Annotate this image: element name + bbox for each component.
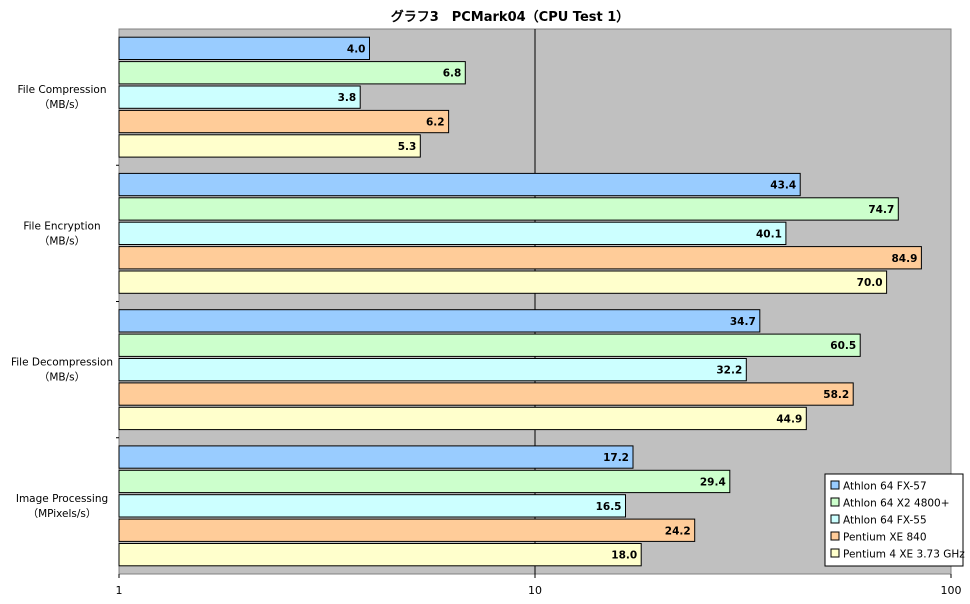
data-label-0-0: 4.0 bbox=[347, 43, 366, 55]
bar-1-4 bbox=[118, 270, 888, 294]
data-label-3-3: 24.2 bbox=[665, 525, 691, 537]
data-label-1-3: 84.9 bbox=[891, 253, 917, 265]
bar-2-1 bbox=[118, 333, 861, 357]
bar-2-4 bbox=[118, 406, 807, 431]
category-unit-1: （MB/s） bbox=[39, 235, 85, 247]
bar-2-2 bbox=[118, 358, 747, 382]
bar-3-1 bbox=[118, 469, 731, 494]
bar-1-1 bbox=[118, 197, 899, 221]
x-tick-label-2: 100 bbox=[941, 584, 962, 597]
bar-3-0 bbox=[118, 445, 634, 469]
data-label-3-1: 29.4 bbox=[700, 477, 726, 489]
data-label-2-3: 58.2 bbox=[823, 389, 849, 401]
legend-swatch-2 bbox=[830, 514, 840, 524]
bar-1-2 bbox=[118, 221, 787, 245]
bar-2-0 bbox=[118, 309, 761, 333]
bar-3-2 bbox=[118, 494, 626, 518]
category-label-0: File Compression bbox=[17, 84, 106, 96]
bar-0-3 bbox=[118, 109, 450, 134]
legend-box bbox=[824, 473, 964, 567]
bar-0-4 bbox=[118, 134, 421, 158]
x-axis-ticks: 1 10 100 bbox=[116, 574, 962, 597]
bar-0-0 bbox=[118, 36, 370, 60]
data-label-3-2: 16.5 bbox=[596, 501, 622, 513]
category-label-3: Image Processing bbox=[16, 493, 108, 505]
bar-0-2 bbox=[118, 85, 361, 109]
data-label-0-2: 3.8 bbox=[338, 92, 357, 104]
legend-label-1: Athlon 64 X2 4800+ bbox=[843, 498, 950, 510]
legend-label-2: Athlon 64 FX-55 bbox=[843, 515, 927, 527]
data-label-1-1: 74.7 bbox=[868, 204, 894, 216]
data-label-2-4: 44.9 bbox=[776, 413, 802, 425]
legend-label-3: Pentium XE 840 bbox=[843, 532, 927, 544]
category-labels: File Compression （MB/s） File Encryption （MB… bbox=[11, 84, 119, 520]
category-label-1: File Encryption bbox=[23, 220, 100, 232]
bar-3-4 bbox=[118, 543, 642, 567]
data-label-0-4: 5.3 bbox=[398, 141, 417, 153]
category-unit-3: （MPixels/s） bbox=[28, 508, 97, 520]
bar-1-3 bbox=[118, 246, 922, 270]
bar-0-1 bbox=[118, 61, 466, 85]
category-unit-2: （MB/s） bbox=[39, 372, 85, 384]
data-label-2-0: 34.7 bbox=[730, 316, 756, 328]
legend-label-0: Athlon 64 FX-57 bbox=[843, 481, 927, 493]
legend-label-4: Pentium 4 XE 3.73 GHz bbox=[843, 549, 965, 561]
data-label-2-1: 60.5 bbox=[830, 340, 856, 352]
data-label-3-4: 18.0 bbox=[611, 550, 637, 562]
data-label-0-1: 6.8 bbox=[443, 68, 462, 80]
bar-2-3 bbox=[118, 382, 854, 406]
legend-swatch-3 bbox=[830, 531, 840, 541]
legend-swatch-0 bbox=[830, 480, 840, 490]
data-label-2-2: 32.2 bbox=[716, 365, 742, 377]
category-unit-0: （MB/s） bbox=[39, 99, 85, 111]
legend-swatch-4 bbox=[830, 548, 840, 558]
data-label-1-2: 40.1 bbox=[756, 228, 782, 240]
bars: 4.0 6.8 3.8 6.2 5.3 43.4 74.7 40.1 84.9 70.0 34.7 6… bbox=[118, 36, 922, 567]
data-label-0-3: 6.2 bbox=[426, 117, 445, 129]
bar-3-3 bbox=[118, 518, 696, 542]
x-tick-label-1: 10 bbox=[528, 584, 542, 597]
category-label-2: File Decompression bbox=[11, 357, 113, 369]
bar-1-0 bbox=[118, 172, 801, 197]
chart-title: グラフ3 PCMark04（CPU Test 1） bbox=[391, 9, 630, 25]
data-label-1-4: 70.0 bbox=[857, 277, 883, 289]
x-tick-label-0: 1 bbox=[116, 584, 123, 597]
data-label-3-0: 17.2 bbox=[603, 452, 629, 464]
legend-swatch-1 bbox=[830, 497, 840, 507]
data-label-1-0: 43.4 bbox=[770, 180, 796, 192]
